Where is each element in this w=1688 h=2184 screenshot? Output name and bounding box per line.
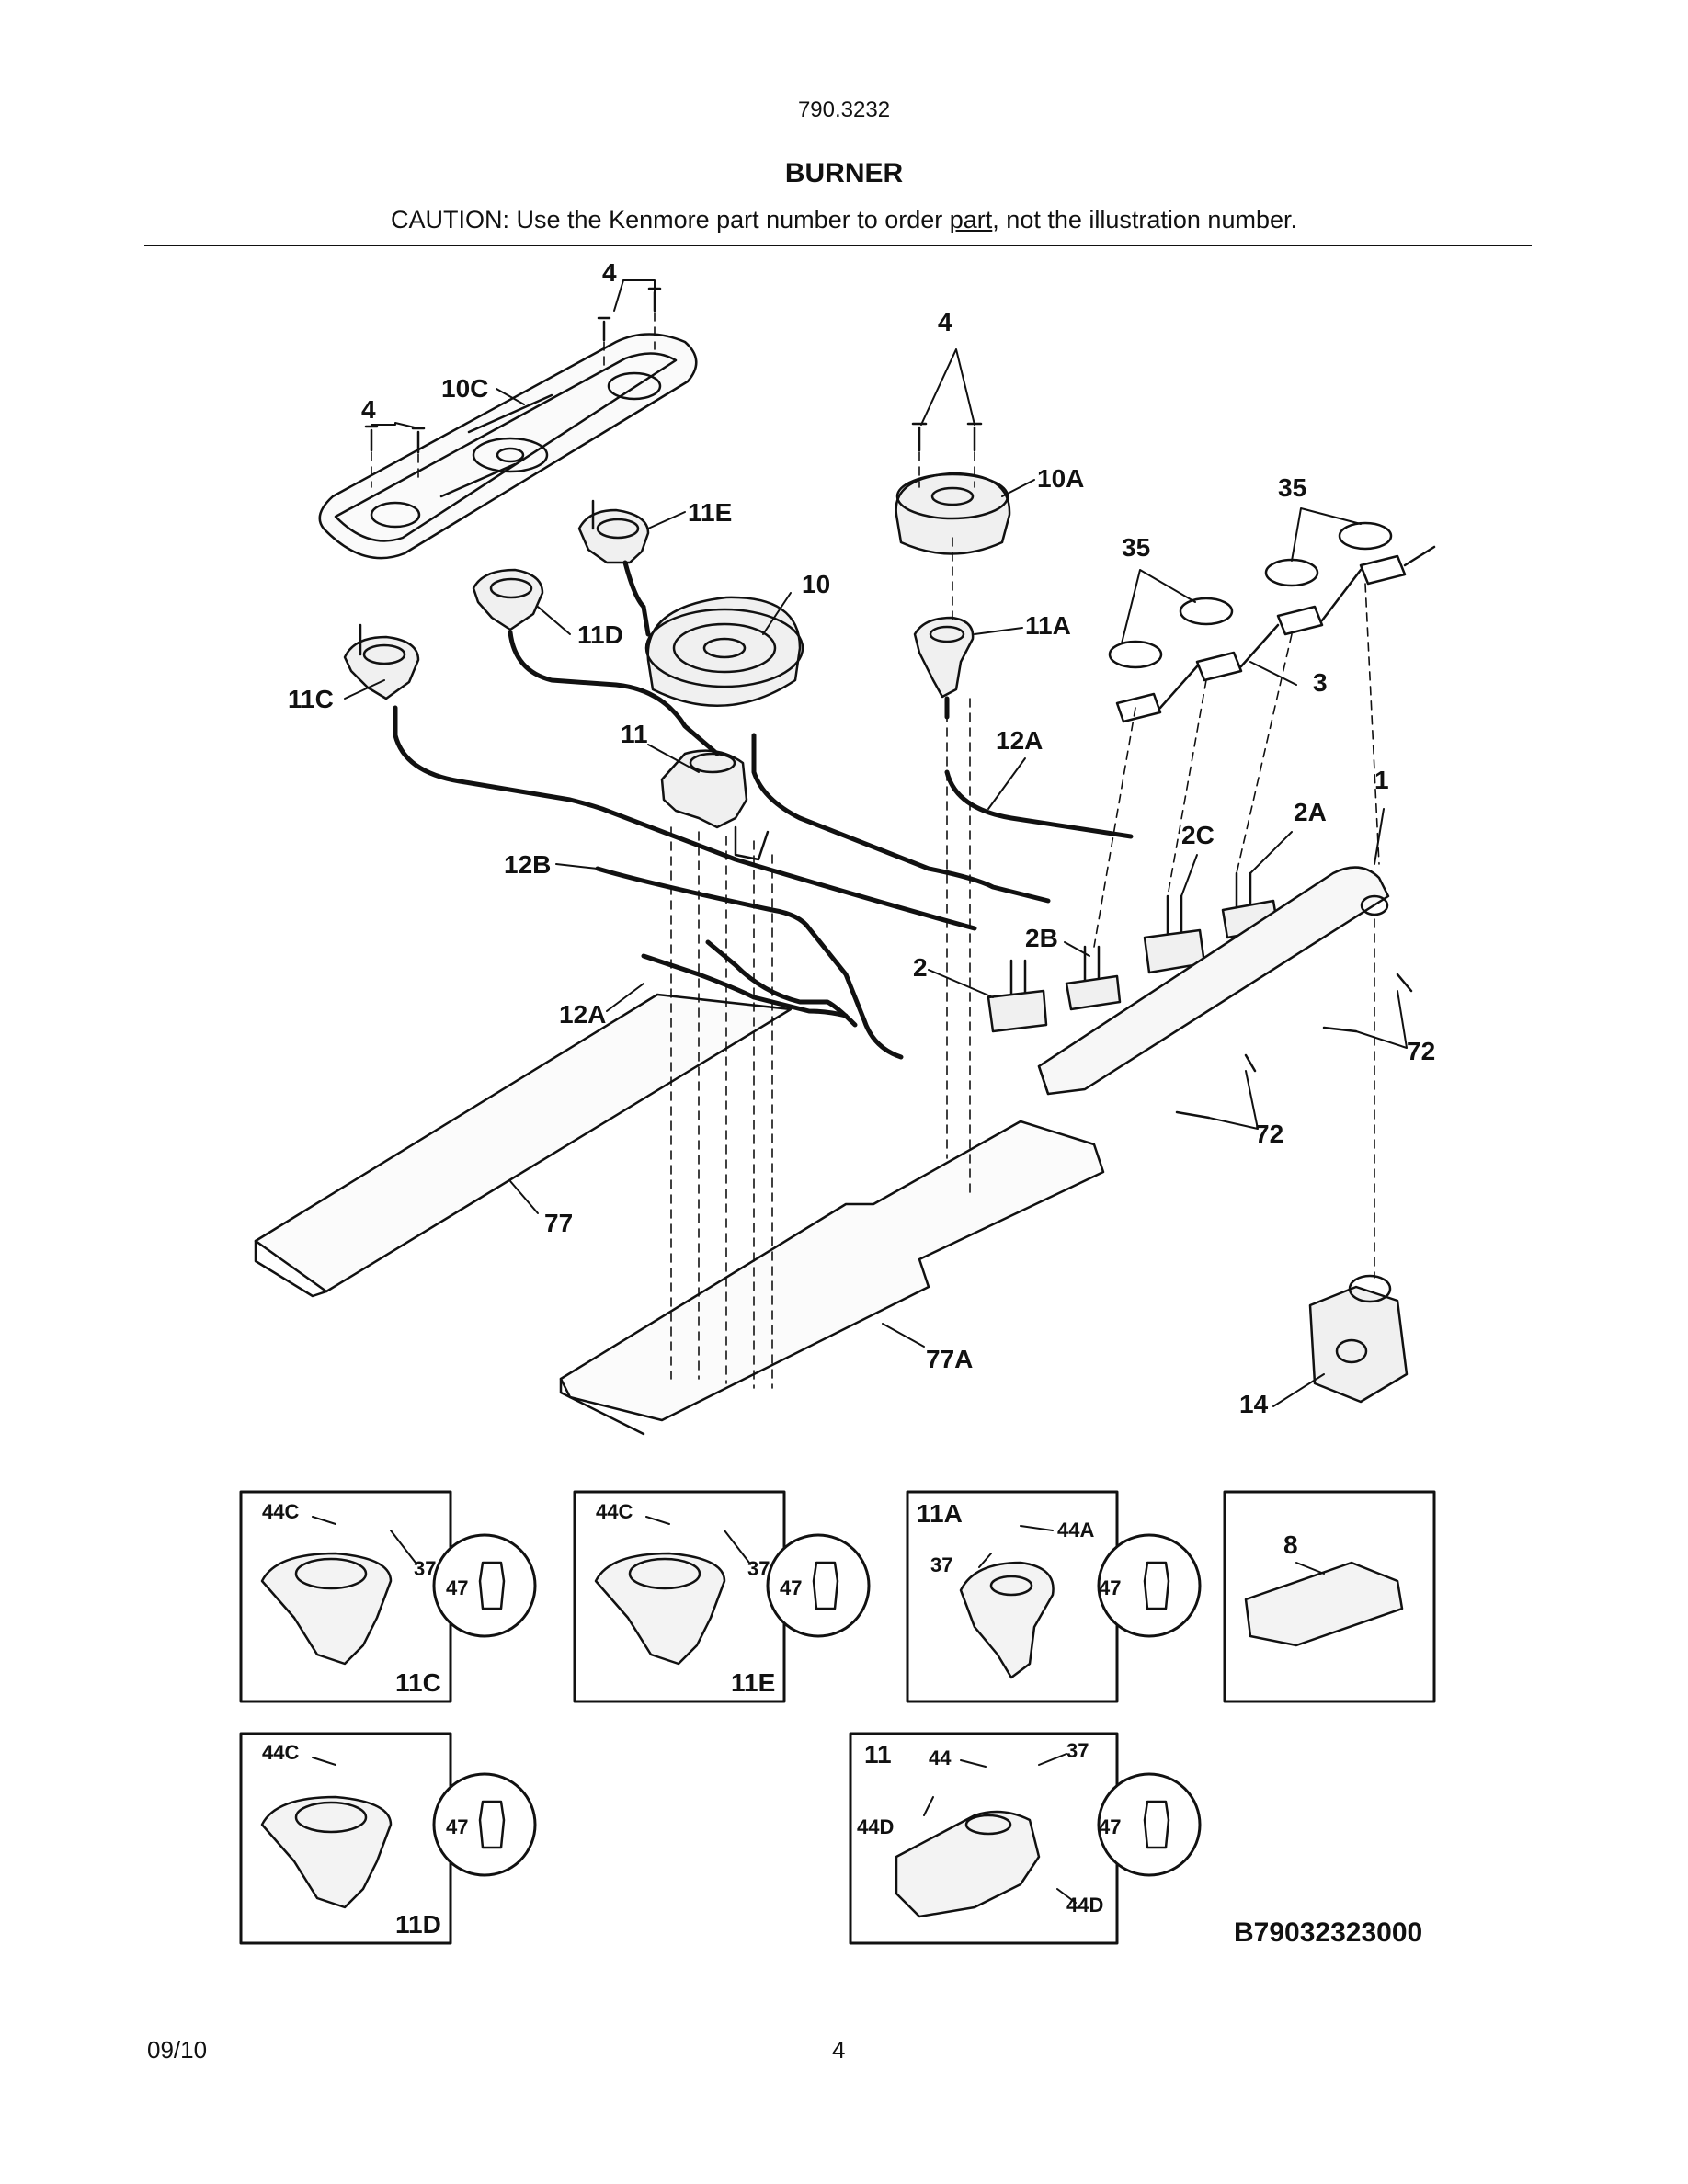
callout-11: 11	[621, 720, 648, 748]
orifice-holder-11a	[913, 616, 975, 699]
caution-underlined-word: part	[949, 206, 993, 233]
inset-labels: 44C 37 47 11C 44C 37 47 11E 11A 44A 37 4…	[262, 1499, 1298, 1939]
inset-11-47: 47	[1099, 1815, 1121, 1838]
screws-72	[1175, 973, 1413, 1120]
inset-11e-44c: 44C	[596, 1500, 633, 1523]
burner-head-10a	[895, 472, 1011, 555]
bracket-77	[254, 993, 793, 1298]
inset-11c-44c: 44C	[262, 1500, 299, 1523]
callout-4: 4	[602, 258, 617, 287]
page-number: 4	[832, 2036, 846, 2064]
inset-11a-47: 47	[1099, 1576, 1121, 1599]
model-number: 790.3232	[797, 97, 891, 122]
callout-11d: 11D	[577, 620, 623, 649]
inset-11c-label: 11C	[395, 1668, 441, 1697]
callout-11e: 11E	[688, 498, 732, 527]
bracket-77a	[559, 1120, 1105, 1436]
inset-orifices	[478, 1561, 1170, 1849]
valve-2b	[1065, 945, 1122, 1011]
gas-tubes	[393, 560, 1134, 1060]
orifice-holder-11c	[343, 623, 420, 700]
manifold-1	[1037, 866, 1390, 1096]
inset-11-label: 11	[864, 1740, 892, 1769]
callout-12a: 12A	[996, 726, 1043, 755]
callout-1: 1	[1374, 766, 1389, 794]
callout-leaders	[344, 279, 1408, 1407]
inset-orifice-holders	[260, 1552, 1404, 1918]
callout-10c: 10C	[441, 374, 488, 403]
callout-35: 35	[1278, 473, 1306, 502]
inset-11e-label: 11E	[731, 1668, 775, 1697]
inset-8-label: 8	[1283, 1530, 1298, 1559]
burner-10	[644, 596, 804, 708]
inset-11a-37: 37	[930, 1553, 952, 1576]
alignment-lines	[371, 312, 1380, 1389]
inset-11d-47: 47	[446, 1815, 468, 1838]
callout-4: 4	[938, 308, 952, 336]
page-title: BURNER	[784, 158, 904, 188]
callout-2a: 2A	[1294, 798, 1327, 826]
inset-11c-47: 47	[446, 1576, 468, 1599]
inset-11e-37: 37	[747, 1557, 770, 1580]
caution-text-end: , not the illustration number.	[992, 206, 1297, 233]
inset-11c-37: 37	[414, 1557, 436, 1580]
callout-77: 77	[544, 1209, 573, 1237]
valve-2	[987, 959, 1048, 1033]
inset-11e-47: 47	[780, 1576, 802, 1599]
inset-11d-label: 11D	[395, 1910, 441, 1939]
callout-35: 35	[1122, 533, 1150, 562]
caution-note: CAUTION: Use the Kenmore part number to …	[0, 206, 1688, 234]
caution-text: CAUTION: Use the Kenmore part number to …	[391, 206, 950, 233]
callout-10: 10	[802, 570, 830, 598]
inset-11-44: 44	[929, 1746, 952, 1769]
callout-3: 3	[1313, 668, 1328, 697]
inset-11-44d: 44D	[1066, 1894, 1103, 1917]
callout-72: 72	[1255, 1120, 1283, 1148]
inset-11-37: 37	[1066, 1739, 1089, 1762]
inset-11a-44a: 44A	[1057, 1519, 1094, 1541]
callout-4: 4	[361, 395, 376, 424]
valve-2c	[1143, 894, 1206, 974]
footer-date: 09/10	[147, 2036, 208, 2064]
inset-orifice-circles	[432, 1533, 1202, 1877]
orifice-holder-11d	[472, 568, 544, 631]
header-rule	[144, 245, 1532, 246]
inset-11a-label: 11A	[917, 1499, 963, 1528]
callout-12a: 12A	[559, 1000, 606, 1029]
callout-11a: 11A	[1025, 611, 1071, 640]
callout-77a: 77A	[926, 1345, 973, 1373]
pressure-regulator-14	[1308, 1274, 1409, 1404]
orifice-holder-11	[660, 749, 770, 861]
callout-2b: 2B	[1025, 924, 1058, 952]
inset-leaders	[312, 1516, 1325, 1904]
callout-12b: 12B	[504, 850, 551, 879]
callout-14: 14	[1239, 1390, 1269, 1418]
burner-cover-10c	[318, 333, 698, 560]
orifice-holder-11e	[577, 499, 650, 564]
callout-2: 2	[913, 953, 928, 982]
inset-11-44d: 44D	[857, 1815, 894, 1838]
callout-72: 72	[1407, 1037, 1435, 1065]
inset-11d-44c: 44C	[262, 1741, 299, 1764]
callout-2c: 2C	[1181, 821, 1215, 849]
diagram-code: B79032323000	[1234, 1917, 1422, 1948]
callout-11c: 11C	[288, 685, 334, 713]
callout-10a: 10A	[1037, 464, 1084, 493]
callout-labels: 4 4 4 10C 11E 10A 35 35 10 11A 11D 11C 3…	[288, 258, 1435, 1418]
igniter-switches-35	[1108, 521, 1436, 723]
